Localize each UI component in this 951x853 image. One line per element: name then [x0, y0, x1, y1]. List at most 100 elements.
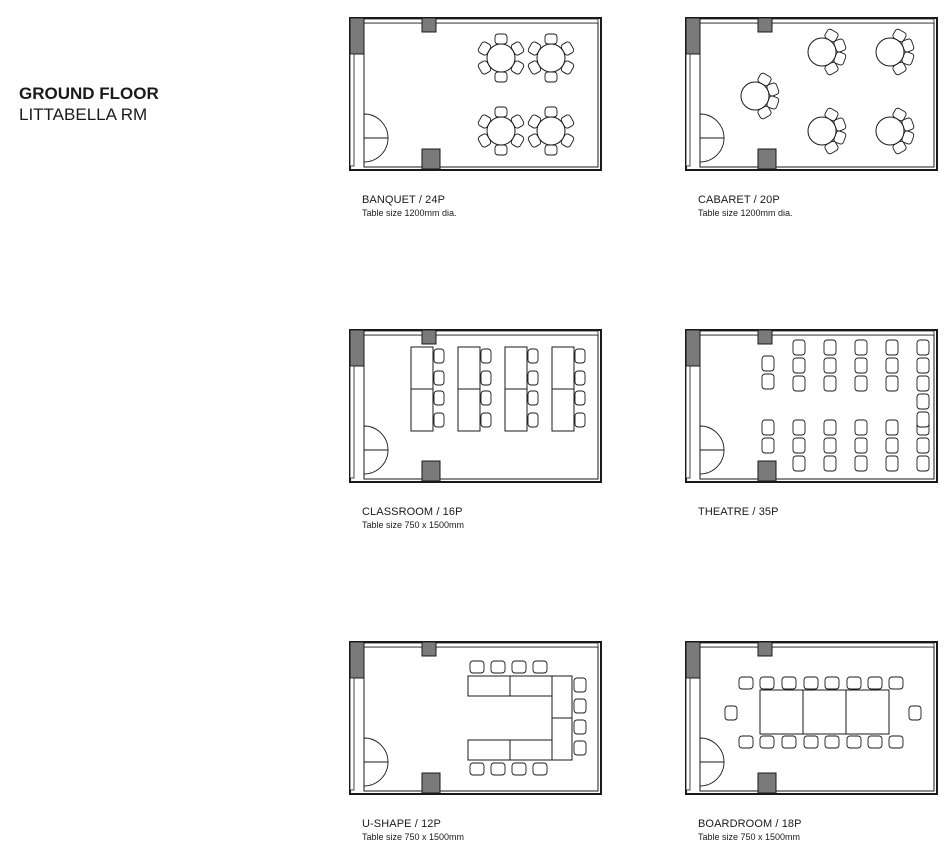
- theatre-seating: [761, 339, 930, 472]
- chair: [885, 437, 899, 454]
- chair: [761, 355, 775, 372]
- wall-side: [685, 53, 691, 167]
- wall-column: [349, 641, 365, 679]
- table-top: [807, 116, 837, 146]
- room-inner-wall: [699, 334, 935, 480]
- floor-heading: GROUND FLOOR LITTABELLA RM: [19, 84, 159, 125]
- table-top: [536, 43, 566, 73]
- chair: [573, 740, 587, 756]
- rect-table: [509, 739, 553, 761]
- rect-table: [551, 346, 575, 390]
- chair: [480, 348, 492, 364]
- column: [757, 772, 777, 794]
- chair: [823, 339, 837, 356]
- chair: [480, 390, 492, 406]
- column: [421, 641, 437, 657]
- chair: [574, 412, 586, 428]
- chair: [490, 762, 506, 776]
- chair: [433, 370, 445, 386]
- chair: [885, 455, 899, 472]
- door-leaf: [699, 449, 725, 475]
- chair: [792, 437, 806, 454]
- door-leaf: [363, 449, 389, 475]
- chair: [908, 705, 922, 721]
- chair: [574, 390, 586, 406]
- round-table: [477, 106, 525, 156]
- chair: [792, 339, 806, 356]
- caption-ushape: U-SHAPE / 12P Table size 750 x 1500mm: [362, 817, 464, 844]
- chair: [867, 676, 883, 690]
- chair: [761, 373, 775, 390]
- chair: [781, 676, 797, 690]
- chair: [532, 660, 548, 674]
- room-outer-wall: [685, 329, 938, 483]
- chair: [433, 348, 445, 364]
- chair: [724, 705, 738, 721]
- table-top: [536, 116, 566, 146]
- chair: [916, 455, 930, 472]
- column: [421, 772, 441, 794]
- chair: [792, 357, 806, 374]
- door-leaf: [699, 425, 725, 451]
- chair: [490, 660, 506, 674]
- chair: [759, 676, 775, 690]
- rect-table: [551, 675, 573, 719]
- window-strip: [363, 18, 599, 24]
- chair: [916, 411, 930, 428]
- rect-table: [457, 346, 481, 390]
- column: [757, 460, 777, 482]
- cabaret-table: [807, 28, 847, 76]
- chair: [824, 676, 840, 690]
- chair: [916, 357, 930, 374]
- chair: [885, 419, 899, 436]
- door-leaf: [363, 113, 389, 139]
- chair: [916, 339, 930, 356]
- window-strip: [699, 18, 935, 24]
- chair: [532, 762, 548, 776]
- chair: [854, 339, 868, 356]
- door-leaf: [699, 137, 725, 163]
- column: [757, 17, 773, 33]
- chair: [573, 677, 587, 693]
- chair: [433, 412, 445, 428]
- chair: [888, 735, 904, 749]
- chair: [544, 106, 558, 118]
- wall-side: [685, 677, 691, 791]
- chair: [573, 698, 587, 714]
- chair: [574, 370, 586, 386]
- round-table: [527, 106, 575, 156]
- chair: [823, 375, 837, 392]
- classroom-column: [504, 346, 539, 432]
- chair: [544, 33, 558, 45]
- chair: [527, 390, 539, 406]
- wall-side: [349, 365, 355, 479]
- layout-name: THEATRE / 35P: [698, 506, 779, 518]
- chair: [759, 735, 775, 749]
- chair: [480, 412, 492, 428]
- column: [421, 17, 437, 33]
- chair: [885, 339, 899, 356]
- wall-side: [349, 53, 355, 167]
- plan-classroom: [348, 328, 603, 488]
- classroom-column: [410, 346, 445, 432]
- room-outer-wall: [349, 17, 602, 171]
- door-leaf: [699, 113, 725, 139]
- chair: [792, 375, 806, 392]
- rect-table: [504, 346, 528, 390]
- wall-column: [685, 329, 701, 367]
- rect-table: [410, 346, 434, 390]
- wall-side: [349, 677, 355, 791]
- cabaret-table: [875, 107, 915, 155]
- chair: [469, 762, 485, 776]
- chair: [494, 71, 508, 83]
- table-size: Table size 750 x 1500mm: [698, 832, 801, 842]
- room-outline: [349, 17, 602, 171]
- chair: [792, 455, 806, 472]
- wall-column: [685, 17, 701, 55]
- table-top: [807, 37, 837, 67]
- chair: [916, 437, 930, 454]
- chair: [823, 437, 837, 454]
- door-leaf: [699, 761, 725, 787]
- room-outline: [685, 17, 938, 171]
- u-shape-tables: [467, 660, 587, 776]
